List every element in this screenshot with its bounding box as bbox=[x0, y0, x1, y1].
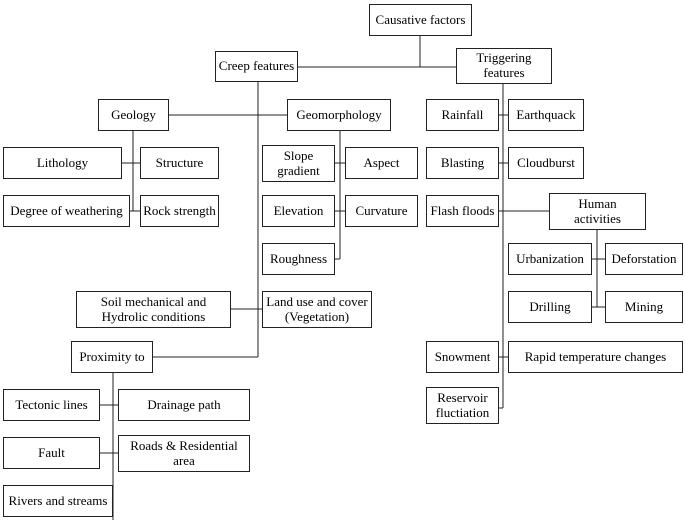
node-rock-strength: Rock strength bbox=[140, 195, 219, 227]
node-land-use-cover: Land use and cover (Vegetation) bbox=[262, 291, 372, 328]
node-earthquack: Earthquack bbox=[508, 99, 584, 131]
node-slope-gradient: Slope gradient bbox=[262, 145, 335, 182]
node-mining: Mining bbox=[605, 291, 683, 323]
node-creep-features: Creep features bbox=[215, 51, 298, 82]
node-aspect: Aspect bbox=[345, 147, 418, 179]
node-causative-factors: Causative factors bbox=[369, 4, 472, 36]
node-snowment: Snowment bbox=[426, 341, 499, 373]
node-flash-floods: Flash floods bbox=[426, 195, 499, 227]
node-blasting: Blasting bbox=[426, 147, 499, 179]
node-roughness: Roughness bbox=[262, 243, 335, 275]
node-degree-of-weathering: Degree of weathering bbox=[3, 195, 130, 227]
node-deforstation: Deforstation bbox=[605, 243, 683, 275]
node-curvature: Curvature bbox=[345, 195, 418, 227]
node-drainage-path: Drainage path bbox=[118, 389, 250, 421]
node-cloudburst: Cloudburst bbox=[508, 147, 584, 179]
node-triggering-features: Triggering features bbox=[456, 48, 552, 84]
node-reservoir-fluctiation: Reservoir fluctiation bbox=[426, 387, 499, 424]
node-geomorphology: Geomorphology bbox=[287, 99, 391, 131]
node-rainfall: Rainfall bbox=[426, 99, 499, 131]
node-geology: Geology bbox=[98, 99, 169, 131]
node-elevation: Elevation bbox=[262, 195, 335, 227]
node-drilling: Drilling bbox=[508, 291, 592, 323]
node-structure: Structure bbox=[140, 147, 219, 179]
node-roads-residential: Roads & Residential area bbox=[118, 435, 250, 472]
node-proximity-to: Proximity to bbox=[71, 341, 153, 373]
node-human-activities: Human activities bbox=[549, 193, 646, 230]
node-soil-mechanical: Soil mechanical and Hydrolic conditions bbox=[76, 291, 231, 328]
node-tectonic-lines: Tectonic lines bbox=[3, 389, 100, 421]
node-rivers-and-streams: Rivers and streams bbox=[3, 485, 113, 517]
node-lithology: Lithology bbox=[3, 147, 122, 179]
node-rapid-temperature: Rapid temperature changes bbox=[508, 341, 683, 373]
node-fault: Fault bbox=[3, 437, 100, 469]
node-urbanization: Urbanization bbox=[508, 243, 592, 275]
